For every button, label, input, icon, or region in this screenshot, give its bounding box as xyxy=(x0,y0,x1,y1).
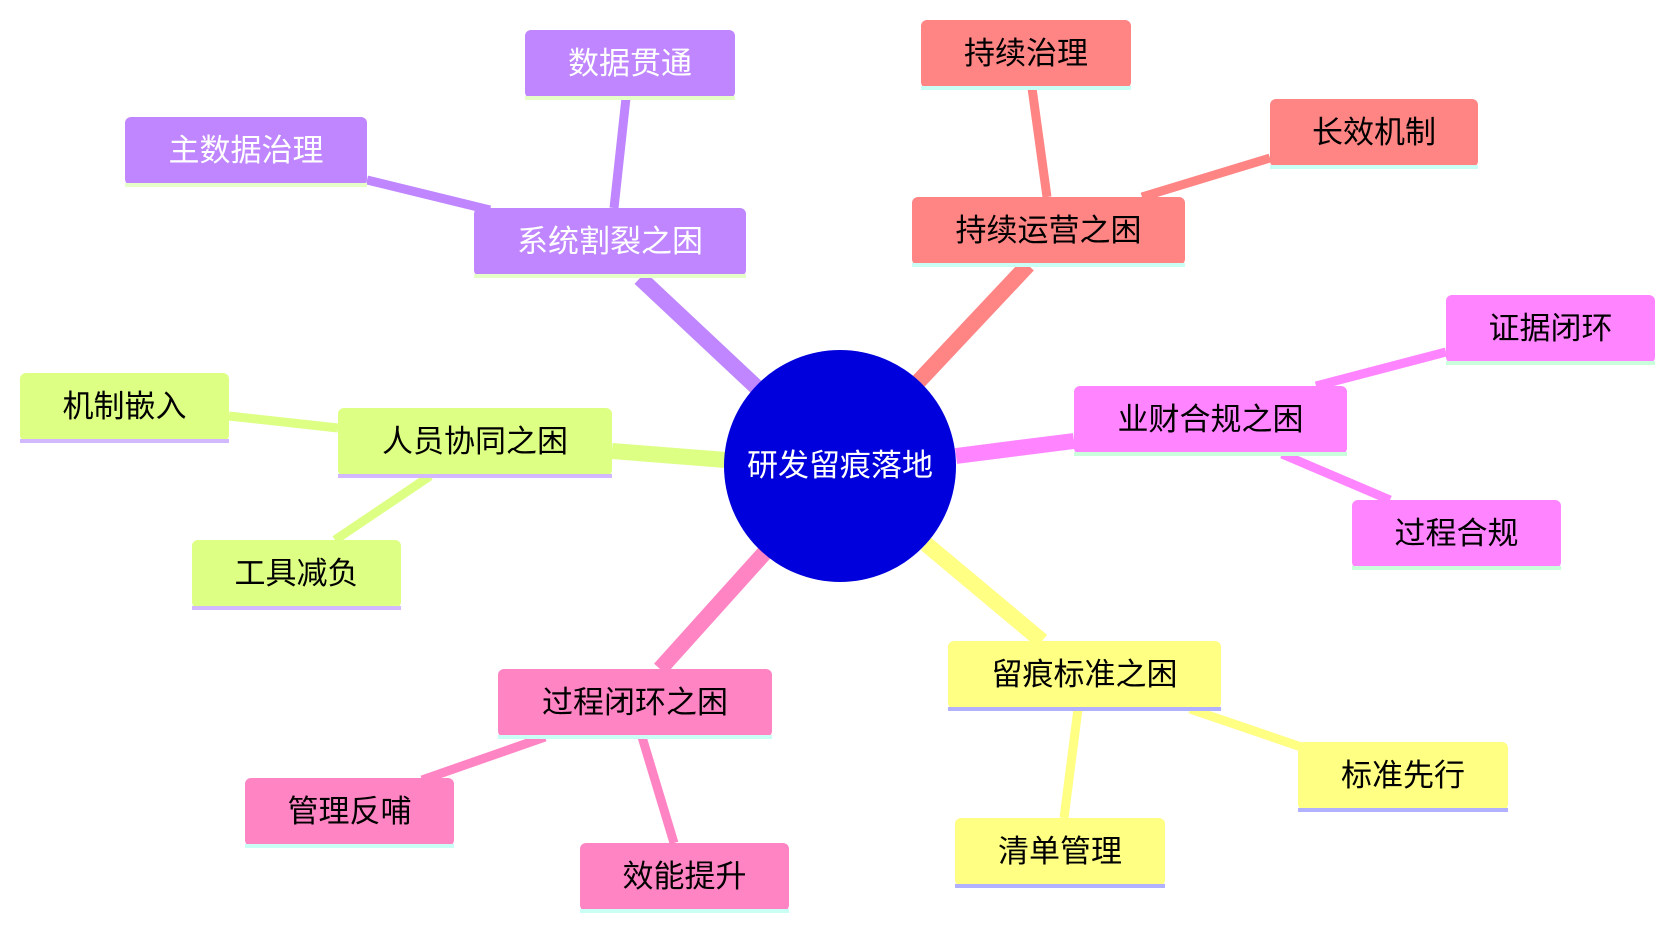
branch-node-box xyxy=(498,669,772,737)
leaf-node-underline xyxy=(1352,566,1561,570)
edge-system-child-1 xyxy=(365,175,492,215)
leaf-node-box xyxy=(1352,500,1561,568)
leaf-node-compliance-1[interactable]: 过程合规 xyxy=(1352,500,1561,570)
branch-node-underline xyxy=(498,735,772,739)
leaf-node-box xyxy=(921,20,1131,88)
branch-node-process[interactable]: 过程闭环之困 xyxy=(498,669,772,739)
edge-standard-child-1 xyxy=(1059,708,1083,819)
branch-node-underline xyxy=(474,274,746,278)
leaf-node-people-1[interactable]: 工具减负 xyxy=(192,540,401,610)
leaf-node-system-0[interactable]: 数据贯通 xyxy=(525,30,735,100)
leaf-node-label: 数据贯通 xyxy=(568,46,692,82)
branch-node-label: 人员协同之困 xyxy=(382,424,568,460)
edge-process-child-1 xyxy=(637,735,679,845)
branch-node-label: 留痕标准之困 xyxy=(992,657,1178,693)
edges-layer xyxy=(228,87,1448,845)
leaf-node-label: 过程合规 xyxy=(1395,516,1519,552)
leaf-node-box xyxy=(955,818,1165,886)
edge-compliance-child-0 xyxy=(1314,347,1448,391)
edge-root-standard xyxy=(920,537,1048,648)
branch-node-system[interactable]: 系统割裂之困 xyxy=(474,208,746,278)
root-node-circle xyxy=(724,350,956,582)
branch-node-standard[interactable]: 留痕标准之困 xyxy=(948,641,1221,711)
leaf-node-box xyxy=(1446,295,1655,363)
leaf-node-box xyxy=(1270,99,1478,167)
root-node[interactable]: 研发留痕落地 xyxy=(724,350,956,582)
branch-node-underline xyxy=(338,474,612,478)
leaf-node-underline xyxy=(192,606,401,610)
leaf-node-underline xyxy=(125,183,367,187)
leaf-node-label: 长效机制 xyxy=(1312,115,1436,151)
leaf-node-underline xyxy=(20,439,229,443)
leaf-node-box xyxy=(1298,742,1508,810)
branch-node-label: 系统割裂之困 xyxy=(517,224,703,260)
leaf-node-underline xyxy=(1298,808,1508,812)
leaf-node-box xyxy=(525,30,735,98)
leaf-node-label: 标准先行 xyxy=(1341,758,1465,794)
leaf-node-label: 主数据治理 xyxy=(169,133,324,169)
edge-compliance-child-1 xyxy=(1280,449,1392,505)
branch-node-ops[interactable]: 持续运营之困 xyxy=(912,197,1185,267)
leaf-node-ops-0[interactable]: 持续治理 xyxy=(921,20,1131,90)
leaf-node-compliance-0[interactable]: 证据闭环 xyxy=(1446,295,1655,365)
leaf-node-underline xyxy=(580,909,789,913)
branch-node-compliance[interactable]: 业财合规之困 xyxy=(1074,386,1347,456)
edge-system-child-0 xyxy=(609,97,631,209)
edge-standard-child-0 xyxy=(1188,704,1312,755)
leaf-node-box xyxy=(192,540,401,608)
leaf-node-label: 管理反哺 xyxy=(288,794,412,830)
leaf-node-process-0[interactable]: 管理反哺 xyxy=(245,778,454,848)
leaf-node-label: 机制嵌入 xyxy=(63,389,187,425)
branch-node-box xyxy=(948,641,1221,709)
edge-ops-child-0 xyxy=(1027,87,1052,198)
leaf-node-process-1[interactable]: 效能提升 xyxy=(580,843,789,913)
edge-root-people xyxy=(611,443,727,468)
leaf-node-label: 工具减负 xyxy=(235,556,359,592)
leaf-node-people-0[interactable]: 机制嵌入 xyxy=(20,373,229,443)
leaf-node-system-1[interactable]: 主数据治理 xyxy=(125,117,367,187)
edge-people-child-1 xyxy=(332,472,433,544)
leaf-node-ops-1[interactable]: 长效机制 xyxy=(1270,99,1478,169)
leaf-node-label: 清单管理 xyxy=(998,834,1122,870)
branch-node-label: 过程闭环之困 xyxy=(542,685,728,721)
edge-people-child-0 xyxy=(228,411,339,433)
branch-node-people[interactable]: 人员协同之困 xyxy=(338,408,612,478)
leaf-node-box xyxy=(580,843,789,911)
edge-root-ops xyxy=(912,259,1034,388)
leaf-node-box xyxy=(20,373,229,441)
leaf-node-underline xyxy=(1270,165,1478,169)
leaf-node-underline xyxy=(245,844,454,848)
leaf-node-standard-1[interactable]: 清单管理 xyxy=(955,818,1165,888)
branch-node-underline xyxy=(948,707,1221,711)
leaf-node-underline xyxy=(1446,361,1655,365)
leaf-node-label: 持续治理 xyxy=(964,36,1088,72)
leaf-node-label: 效能提升 xyxy=(623,859,747,895)
branch-node-underline xyxy=(1074,452,1347,456)
branch-node-box xyxy=(912,197,1185,265)
branch-node-underline xyxy=(912,263,1185,267)
edge-root-process xyxy=(654,543,774,675)
edge-ops-child-1 xyxy=(1140,153,1272,202)
edge-process-child-0 xyxy=(420,732,547,785)
leaf-node-underline xyxy=(525,96,735,100)
leaf-node-box xyxy=(245,778,454,846)
branch-node-box xyxy=(474,208,746,276)
edge-root-compliance xyxy=(954,433,1076,464)
root-node-label: 研发留痕落地 xyxy=(747,448,933,484)
edge-root-system xyxy=(634,272,774,404)
branch-node-label: 业财合规之困 xyxy=(1118,402,1304,438)
branch-node-box xyxy=(1074,386,1347,454)
leaf-node-underline xyxy=(921,86,1131,90)
leaf-node-standard-0[interactable]: 标准先行 xyxy=(1298,742,1508,812)
branch-node-label: 持续运营之困 xyxy=(956,213,1142,249)
leaf-node-label: 证据闭环 xyxy=(1489,311,1613,347)
leaf-node-box xyxy=(125,117,367,185)
leaf-node-underline xyxy=(955,884,1165,888)
branch-node-box xyxy=(338,408,612,476)
